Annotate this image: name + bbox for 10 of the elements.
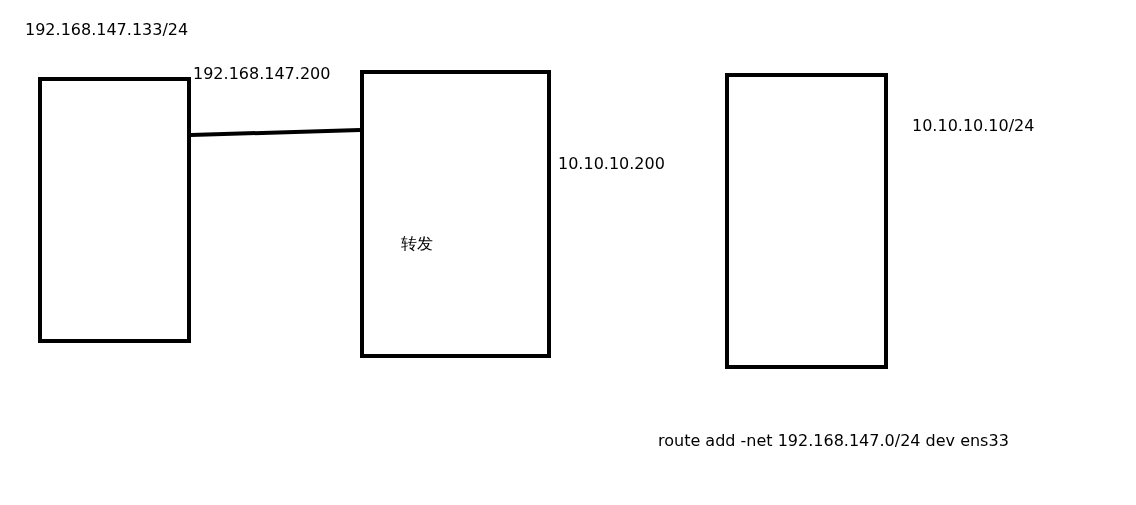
box-label: 转发 bbox=[401, 234, 433, 255]
ip-address-label: 10.10.10.200 bbox=[558, 154, 665, 173]
box bbox=[360, 70, 551, 358]
box bbox=[725, 73, 888, 369]
ip-address-label: 192.168.147.200 bbox=[193, 64, 331, 83]
box bbox=[38, 77, 191, 343]
ip-address-label: 10.10.10.10/24 bbox=[912, 116, 1035, 135]
ip-address-label: 192.168.147.133/24 bbox=[25, 20, 189, 39]
connector-line bbox=[190, 128, 361, 137]
command-text: route add -net 192.168.147.0/24 dev ens33 bbox=[658, 431, 1009, 450]
